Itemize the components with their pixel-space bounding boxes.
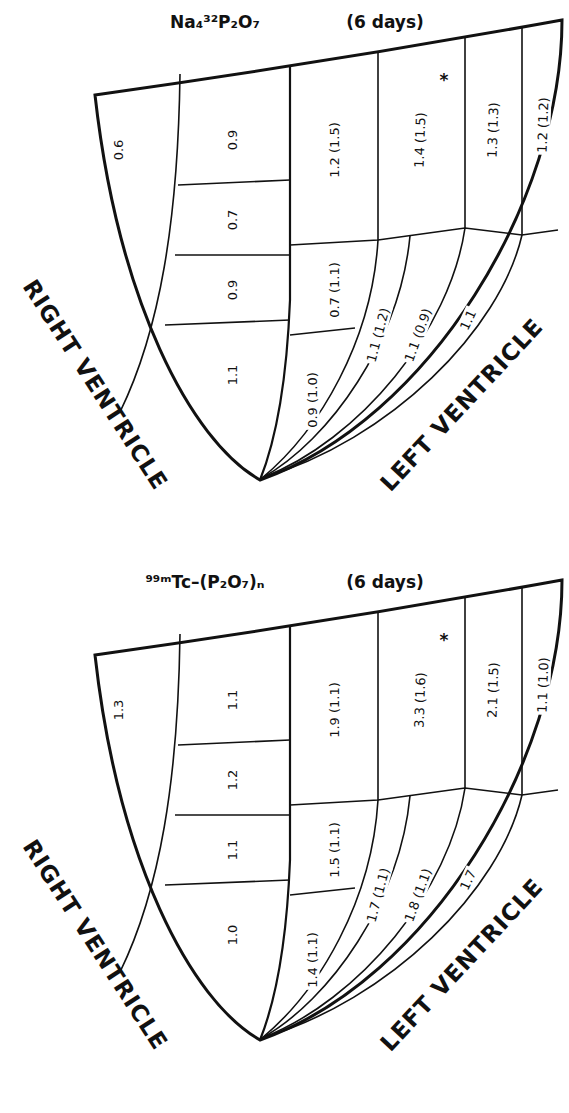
time-label: (6 days) xyxy=(346,574,424,591)
segment-value: 1.2 (1.5) xyxy=(327,120,342,180)
segment-value: 1.1 xyxy=(225,838,240,863)
infarct-marker: * xyxy=(440,72,449,89)
infarct-marker: * xyxy=(440,632,449,649)
time-label: (6 days) xyxy=(346,14,424,31)
segment-value: 1.1 xyxy=(456,306,480,335)
ventricle-label: LEFT VENTRICLE xyxy=(377,315,548,496)
segment-value: 1.7 (1.1) xyxy=(363,864,393,925)
segment-value: 1.4 (1.1) xyxy=(305,930,320,990)
segment-value: 1.3 (1.3) xyxy=(484,100,501,160)
segment-value: 1.3 xyxy=(111,698,126,723)
segment-value: 1.7 xyxy=(456,866,480,895)
ventricle-label: LEFT VENTRICLE xyxy=(377,875,548,1056)
segment-value: 0.6 xyxy=(111,138,126,163)
segment-value: 1.9 (1.1) xyxy=(327,680,342,740)
segment-value: 1.0 xyxy=(225,923,240,948)
segment-value: 0.9 xyxy=(225,128,240,153)
segment-value: 1.5 (1.1) xyxy=(327,820,342,880)
heart-outline xyxy=(95,20,562,480)
segment-value: 0.7 (1.1) xyxy=(327,260,342,320)
segment-value: 1.1 (1.2) xyxy=(363,304,393,365)
tracer-title: Na₄³²P₂O₇ xyxy=(170,14,260,31)
segment-value: 1.1 (1.0) xyxy=(534,655,551,715)
segment-value: 1.2 xyxy=(225,768,240,793)
ventricle-label: RIGHT VENTRICLE xyxy=(19,836,172,1054)
ventricle-label: RIGHT VENTRICLE xyxy=(19,276,172,494)
segment-value: 1.2 (1.2) xyxy=(534,95,551,155)
heart-outline xyxy=(95,580,562,1040)
segment-value: 0.9 xyxy=(225,278,240,303)
segment-value: 0.9 (1.0) xyxy=(305,370,320,430)
segment-value: 0.7 xyxy=(225,208,240,233)
segment-value: 3.3 (1.6) xyxy=(411,670,428,730)
segment-value: 2.1 (1.5) xyxy=(484,660,501,720)
segment-value: 1.1 xyxy=(225,688,240,713)
tracer-title: ⁹⁹ᵐTc–(P₂O₇)ₙ xyxy=(145,574,264,591)
segment-value: 1.1 xyxy=(225,363,240,388)
segment-value: 1.4 (1.5) xyxy=(411,110,428,170)
